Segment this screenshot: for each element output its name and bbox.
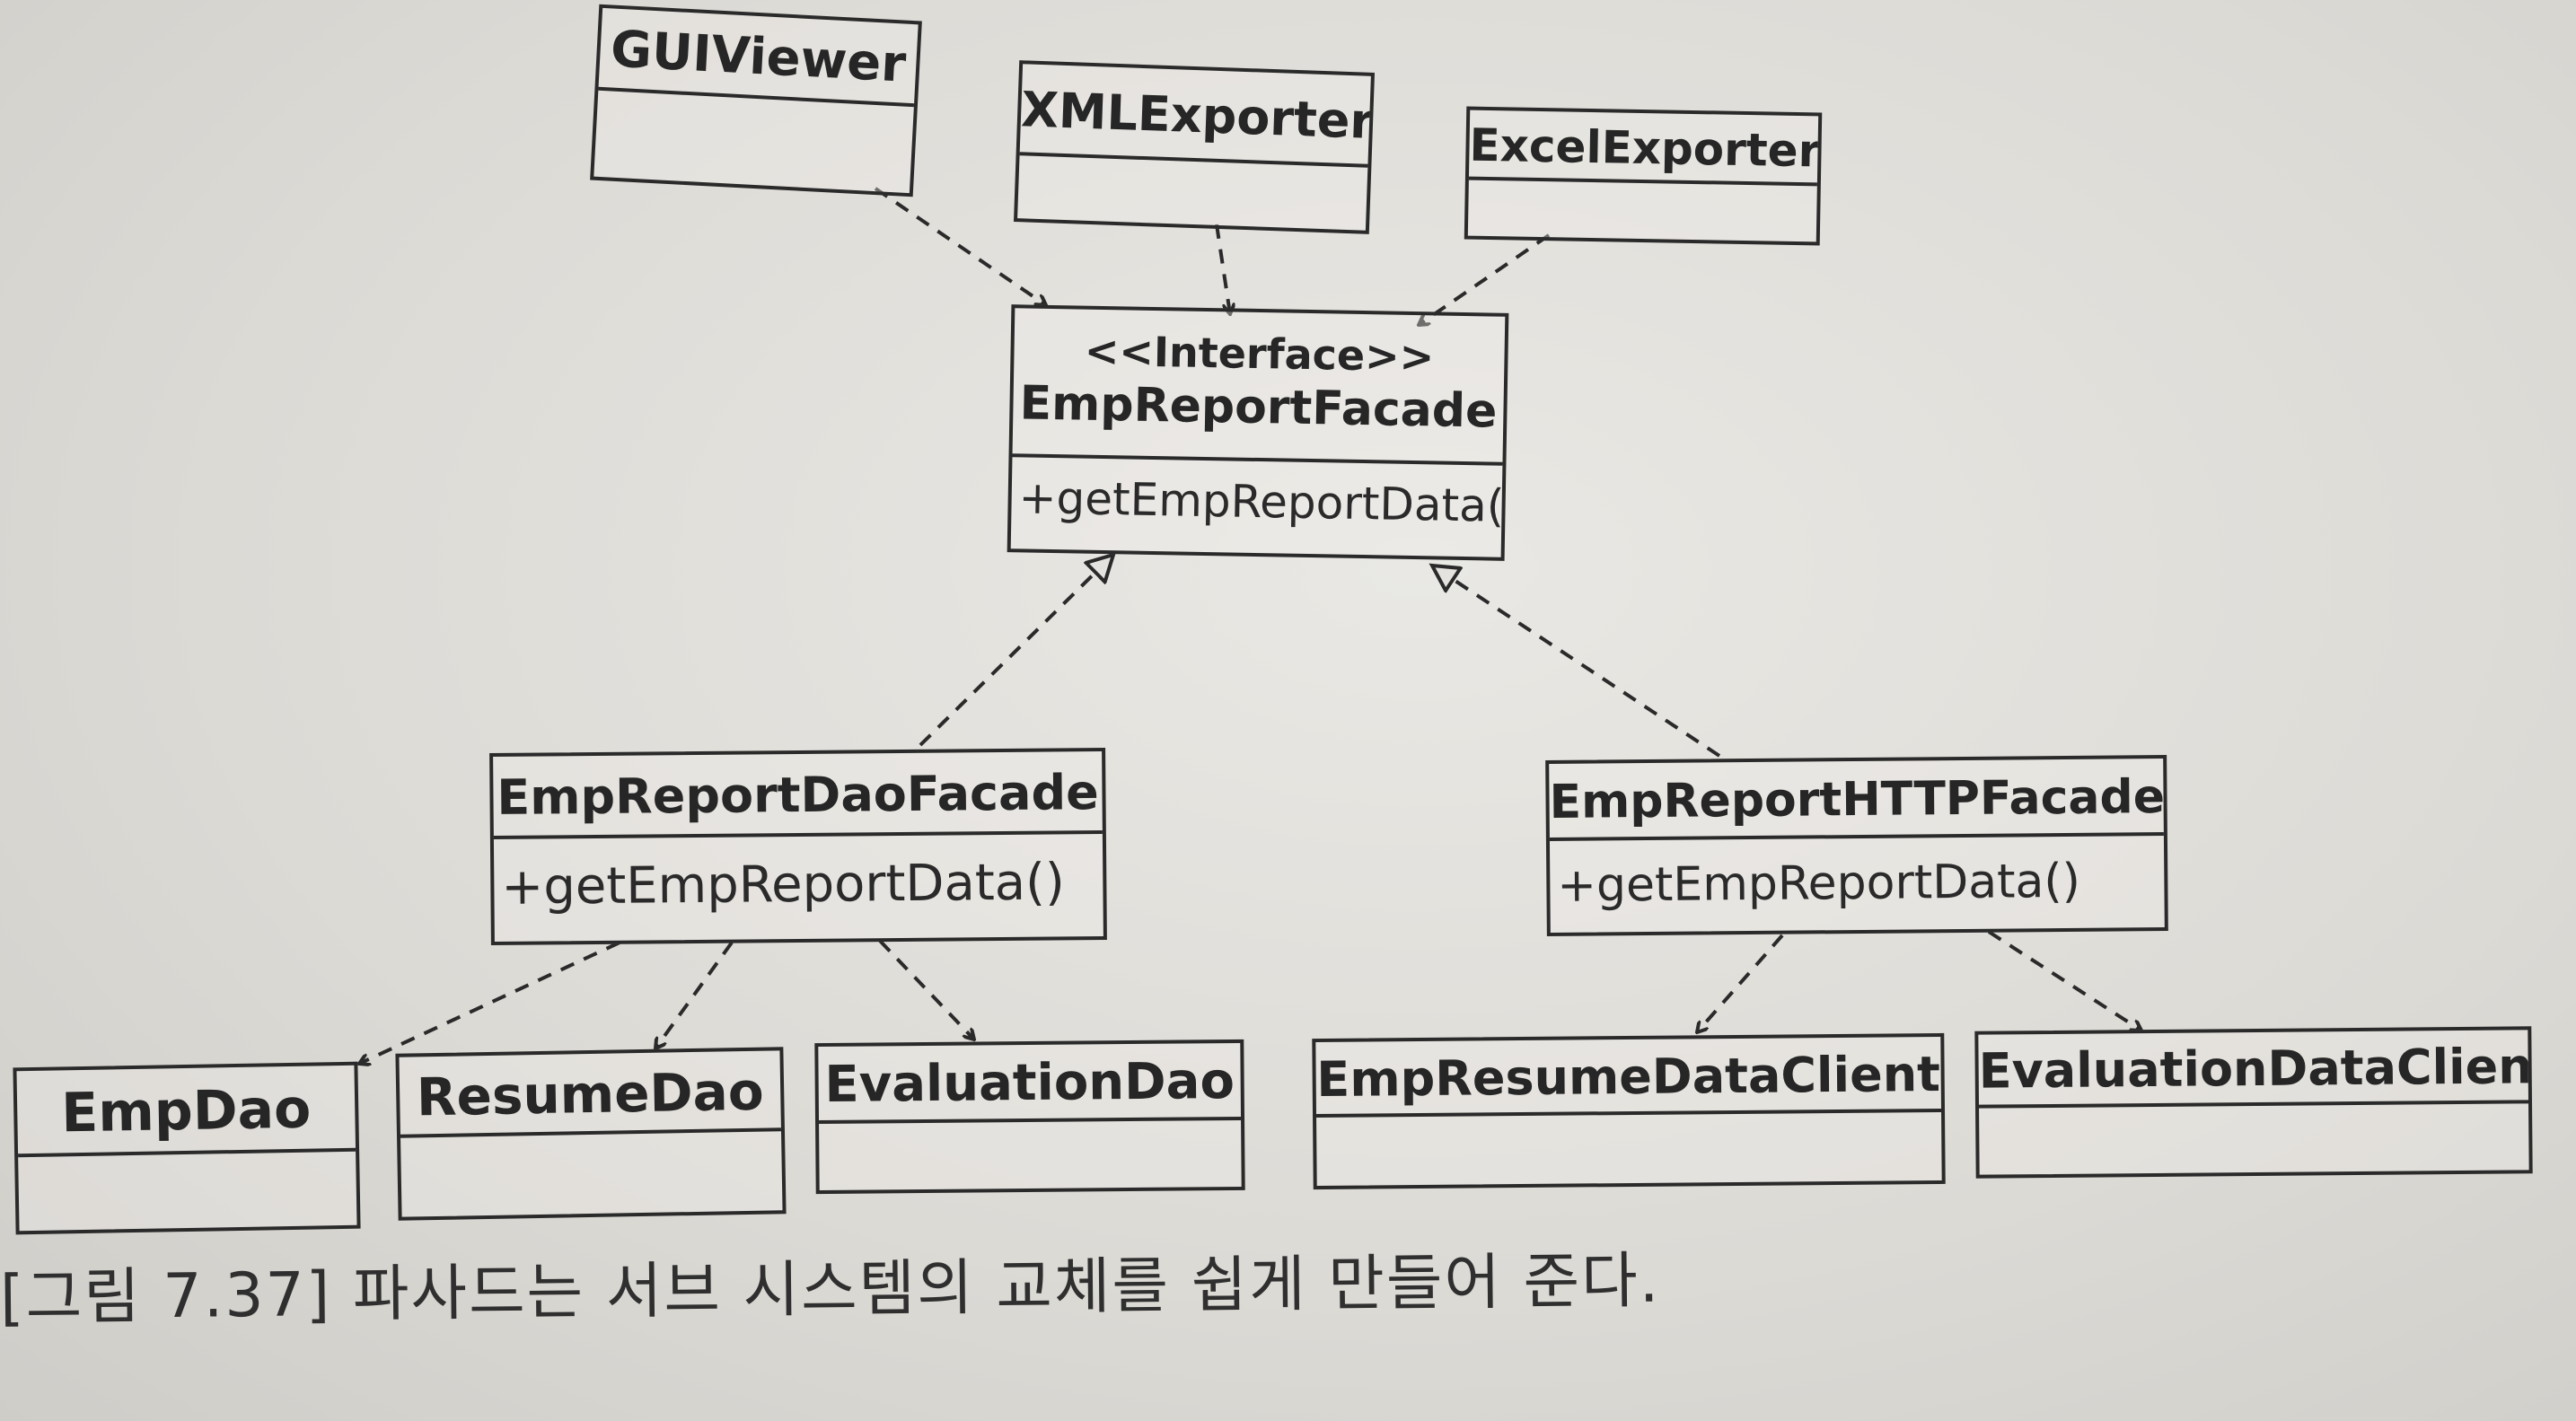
interface-empreportfacade: <<Interface>> EmpReportFacade +getEmpRep… xyxy=(1007,304,1509,561)
class-name: EmpResumeDataClient xyxy=(1315,1036,1942,1118)
class-xmlexporter: XMLExporter xyxy=(1013,60,1376,234)
class-empresumedataclient: EmpResumeDataClient xyxy=(1312,1032,1946,1190)
class-name: EmpDao xyxy=(16,1065,356,1158)
class-evaluationdao: EvaluationDao xyxy=(814,1039,1245,1195)
operation-getempreportdata: +getEmpReportData() xyxy=(501,853,1066,917)
class-name: EvaluationDataClient xyxy=(1978,1030,2529,1109)
class-resumedao: ResumeDao xyxy=(395,1047,787,1221)
dependency-guiviewer-to-facade xyxy=(874,187,1046,305)
class-name: ResumeDao xyxy=(399,1050,781,1138)
operation-getempreportdata: +getEmpReportData() xyxy=(1018,471,1503,533)
realization-daofacade-to-facade xyxy=(919,555,1113,747)
class-evaluationdataclient: EvaluationDataClient xyxy=(1974,1026,2533,1179)
dependency-daofacade-to-empdao xyxy=(359,941,620,1064)
dependency-daofacade-to-resumedao xyxy=(655,941,734,1048)
class-name: GUIViewer xyxy=(598,7,919,108)
dependency-excelexporter-to-facade xyxy=(1419,233,1551,325)
dependency-httpfacade-to-empresumedataclient xyxy=(1697,934,1784,1032)
operation-getempreportdata: +getEmpReportData() xyxy=(1557,854,2081,913)
class-guiviewer: GUIViewer xyxy=(590,4,922,197)
stereotype-label: <<Interface>> xyxy=(1084,326,1435,382)
class-name: ExcelExporter xyxy=(1468,110,1819,187)
dependency-daofacade-to-evaluationdao xyxy=(878,939,974,1039)
class-empreportdaofacade: EmpReportDaoFacade +getEmpReportData() xyxy=(489,748,1107,945)
dependency-httpfacade-to-evaluationdataclient xyxy=(1987,930,2141,1031)
figure-caption: [그림 7.37] 파사드는 서브 시스템의 교체를 쉽게 만들어 준다. xyxy=(0,1245,1661,1334)
class-name: EmpReportDaoFacade xyxy=(493,751,1103,839)
class-empdao: EmpDao xyxy=(13,1061,361,1235)
interface-header: <<Interface>> EmpReportFacade xyxy=(1012,308,1506,466)
class-name: EmpReportFacade xyxy=(1019,376,1498,439)
class-empreporthttpfacade: EmpReportHTTPFacade +getEmpReportData() xyxy=(1545,754,2168,937)
dependency-xmlexporter-to-facade xyxy=(1215,224,1230,314)
realization-httpfacade-to-facade xyxy=(1432,566,1721,758)
class-name: XMLExporter xyxy=(1019,64,1371,168)
class-name: EvaluationDao xyxy=(818,1042,1242,1125)
class-name: EmpReportHTTPFacade xyxy=(1549,759,2164,841)
class-excelexporter: ExcelExporter xyxy=(1464,106,1823,246)
